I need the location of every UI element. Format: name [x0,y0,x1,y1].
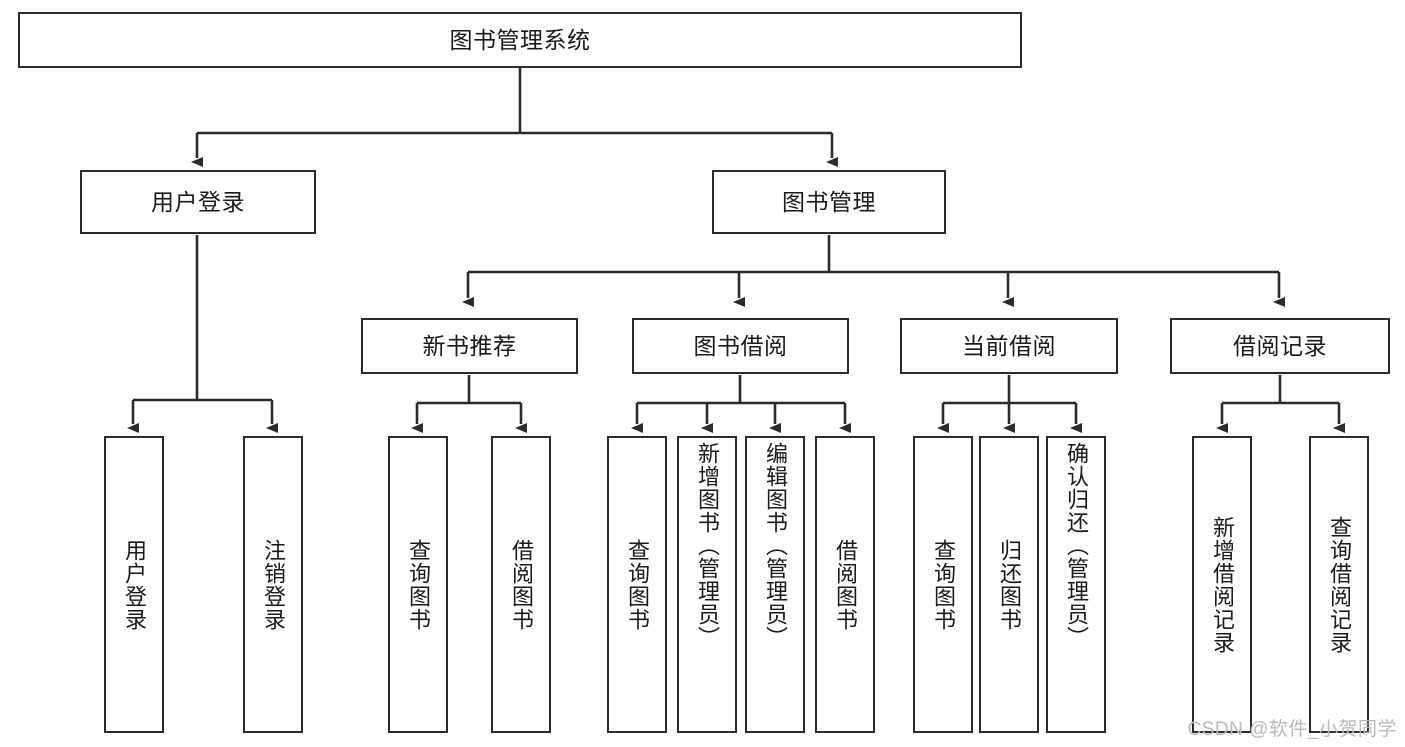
node-leaf-add-book-admin-label: 新增图书（管理员） [694,442,720,649]
node-leaf-borrow-book-2-label: 借阅图书 [832,538,858,631]
node-leaf-borrow-book-1-label: 借阅图书 [508,538,534,631]
node-root-label: 图书管理系统 [449,26,591,53]
node-leaf-add-borrow-record-label: 新增借阅记录 [1209,515,1235,654]
node-leaf-query-borrow-record[interactable]: 查询借阅记录 [1309,436,1369,733]
node-leaf-logout[interactable]: 注销登录 [243,436,303,733]
node-leaf-logout-label: 注销登录 [260,538,286,631]
node-book-management-label: 图书管理 [782,188,876,215]
node-current-borrow-label: 当前借阅 [962,332,1056,359]
node-leaf-edit-book-admin-label: 编辑图书（管理员） [762,442,788,649]
node-new-book-recommend[interactable]: 新书推荐 [361,318,578,374]
node-current-borrow[interactable]: 当前借阅 [900,318,1118,374]
node-borrow-records-label: 借阅记录 [1233,332,1327,359]
node-leaf-query-borrow-record-label: 查询借阅记录 [1326,515,1352,654]
node-leaf-query-book-3[interactable]: 查询图书 [913,436,973,733]
node-leaf-query-book-3-label: 查询图书 [930,538,956,631]
node-leaf-borrow-book-2[interactable]: 借阅图书 [815,436,875,733]
node-leaf-query-book-1-label: 查询图书 [405,538,431,631]
node-leaf-edit-book-admin[interactable]: 编辑图书（管理员） [745,436,805,733]
node-user-login[interactable]: 用户登录 [80,170,316,234]
node-new-book-recommend-label: 新书推荐 [422,332,517,359]
node-leaf-add-book-admin[interactable]: 新增图书（管理员） [677,436,737,733]
node-leaf-query-book-2-label: 查询图书 [624,538,650,631]
node-book-borrow-label: 图书借阅 [693,332,788,359]
node-leaf-user-login-label: 用户登录 [121,538,147,631]
node-leaf-user-login[interactable]: 用户登录 [104,436,164,733]
node-root[interactable]: 图书管理系统 [18,12,1022,68]
node-leaf-return-book-label: 归还图书 [996,538,1022,631]
node-user-login-label: 用户登录 [151,188,245,215]
watermark-text: CSDN @软件_小贺同学 [1187,719,1397,740]
node-borrow-records[interactable]: 借阅记录 [1170,318,1390,374]
node-leaf-borrow-book-1[interactable]: 借阅图书 [491,436,551,733]
node-leaf-return-book[interactable]: 归还图书 [979,436,1039,733]
node-book-management[interactable]: 图书管理 [712,170,946,234]
node-leaf-query-book-1[interactable]: 查询图书 [388,436,448,733]
node-leaf-confirm-return-admin[interactable]: 确认归还（管理员） [1046,436,1106,733]
node-leaf-query-book-2[interactable]: 查询图书 [607,436,667,733]
node-leaf-confirm-return-admin-label: 确认归还（管理员） [1063,442,1089,649]
node-leaf-add-borrow-record[interactable]: 新增借阅记录 [1192,436,1252,733]
node-book-borrow[interactable]: 图书借阅 [632,318,849,374]
